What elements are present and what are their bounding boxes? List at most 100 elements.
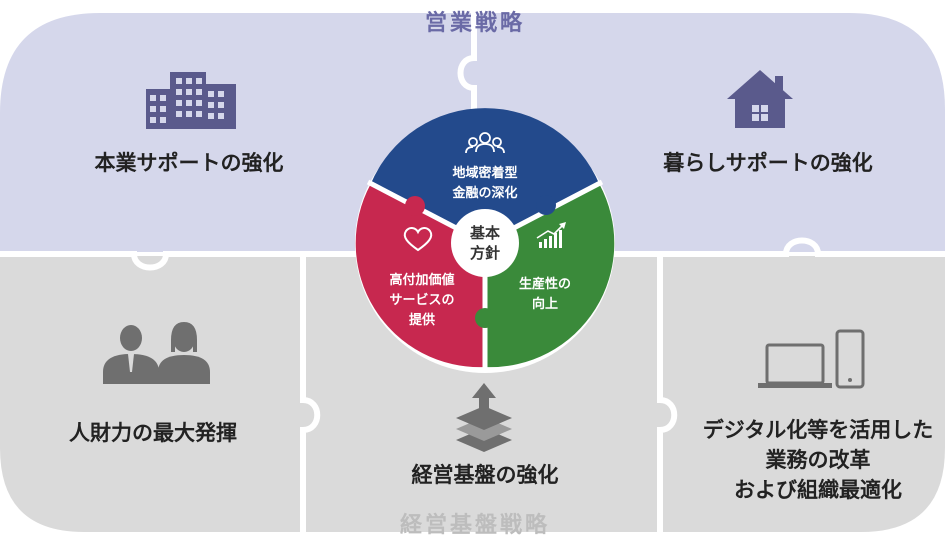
segment-value-added <box>355 184 485 368</box>
window <box>176 89 182 95</box>
office-building-icon <box>146 72 236 129</box>
chart-bar <box>559 230 562 248</box>
bottom-strategy-title: 経営基盤戦略 <box>399 513 550 538</box>
rising-chart-icon <box>536 222 566 248</box>
person-right-hair <box>171 322 197 352</box>
window <box>160 95 166 101</box>
seam-bottom-left <box>300 251 321 535</box>
core-knob-left <box>405 196 425 216</box>
segment-productivity-line: 向上 <box>531 297 558 312</box>
arrow-head <box>472 383 496 398</box>
segment-value-added-line: サービスの <box>389 293 455 308</box>
window <box>150 106 156 112</box>
layer-top <box>456 406 512 430</box>
window <box>196 89 202 95</box>
segment-value-added-line: 提供 <box>408 313 435 328</box>
window <box>176 78 182 84</box>
core-knob-right <box>536 195 556 215</box>
group-person-center-head <box>479 132 491 144</box>
core-hub <box>451 209 519 277</box>
management-base-label: 経営基盤の強化 <box>411 463 559 487</box>
seam-top-vertical <box>457 10 477 163</box>
window <box>186 89 192 95</box>
segment-productivity <box>485 184 615 368</box>
window <box>208 102 214 108</box>
window <box>196 111 202 117</box>
phone-body <box>835 329 865 389</box>
chart-bar <box>549 236 552 248</box>
chart-bar <box>554 233 557 248</box>
window <box>150 117 156 123</box>
window <box>186 111 192 117</box>
top-strategy-title: 営業戦略 <box>424 11 525 36</box>
core-title-line: 基本 <box>469 224 500 242</box>
two-people-icon <box>103 322 210 384</box>
window <box>150 95 156 101</box>
window <box>218 102 224 108</box>
heart-icon <box>403 227 433 252</box>
chart-arrow-head <box>559 222 566 229</box>
digital-reform-label: デジタル化等を活用した 業務の改革 および組織最適化 <box>688 415 948 505</box>
window-pane <box>752 105 759 112</box>
puzzle-seams <box>0 10 948 535</box>
core-title: 基本 方針 <box>455 223 515 263</box>
window <box>176 100 182 106</box>
window <box>160 106 166 112</box>
window <box>218 113 224 119</box>
house-window <box>752 105 768 121</box>
house-icon <box>727 70 793 128</box>
segment-regional-label: 地域密着型 金融の深化 <box>425 164 545 204</box>
window <box>186 100 192 106</box>
window <box>218 91 224 97</box>
stacked-layers-up-arrow-icon <box>456 383 512 452</box>
seam-bottom-right <box>657 251 678 535</box>
chart-bar <box>544 239 547 248</box>
phone-button <box>848 378 852 382</box>
group-person-right-body <box>496 146 505 154</box>
digital-reform-line: および組織最適化 <box>734 478 902 502</box>
segment-productivity-label: 生産性の 向上 <box>500 275 590 315</box>
window <box>160 117 166 123</box>
window <box>176 111 182 117</box>
window <box>208 91 214 97</box>
digital-reform-line: デジタル化等を活用した <box>702 418 934 442</box>
house-body <box>735 98 785 128</box>
window <box>196 100 202 106</box>
window-pane <box>752 114 759 121</box>
window <box>208 113 214 119</box>
window-pane <box>761 105 768 112</box>
segment-regional-line: 金融の深化 <box>452 186 518 201</box>
laptop-base <box>758 383 832 388</box>
seam-horizontal-left <box>0 251 363 271</box>
core-title-line: 方針 <box>469 244 500 262</box>
group-icon <box>465 132 505 154</box>
window-pane <box>761 114 768 121</box>
group-person-center-body <box>475 143 495 153</box>
person-right-body <box>158 355 210 384</box>
window <box>186 78 192 84</box>
digital-reform-line: 業務の改革 <box>765 448 871 472</box>
bottom-band <box>0 256 945 532</box>
window <box>196 78 202 84</box>
segment-value-added-line: 高付加価値 <box>389 273 455 288</box>
chart-bar <box>539 242 542 248</box>
house-chimney <box>775 76 783 90</box>
segment-value-added-label: 高付加価値 サービスの 提供 <box>372 271 472 331</box>
segment-regional-line: 地域密着型 <box>452 166 518 181</box>
business-support-label: 本業サポートの強化 <box>94 151 284 175</box>
laptop-and-phone-icon <box>758 329 865 389</box>
seam-horizontal-right <box>607 237 948 257</box>
group-person-left-body <box>465 146 474 154</box>
person-left-tie <box>128 354 134 372</box>
arrow-shaft <box>479 396 489 414</box>
chart-trend-line <box>536 224 564 239</box>
segment-productivity-line: 生産性の <box>518 277 571 292</box>
person-left-head <box>120 325 142 351</box>
life-support-label: 暮らしサポートの強化 <box>663 151 873 175</box>
house-roof <box>727 70 793 99</box>
group-person-right-head <box>492 137 502 147</box>
building-windows <box>150 78 224 123</box>
human-resources-label: 人財力の最大発揮 <box>69 421 237 445</box>
group-person-left-head <box>468 137 478 147</box>
